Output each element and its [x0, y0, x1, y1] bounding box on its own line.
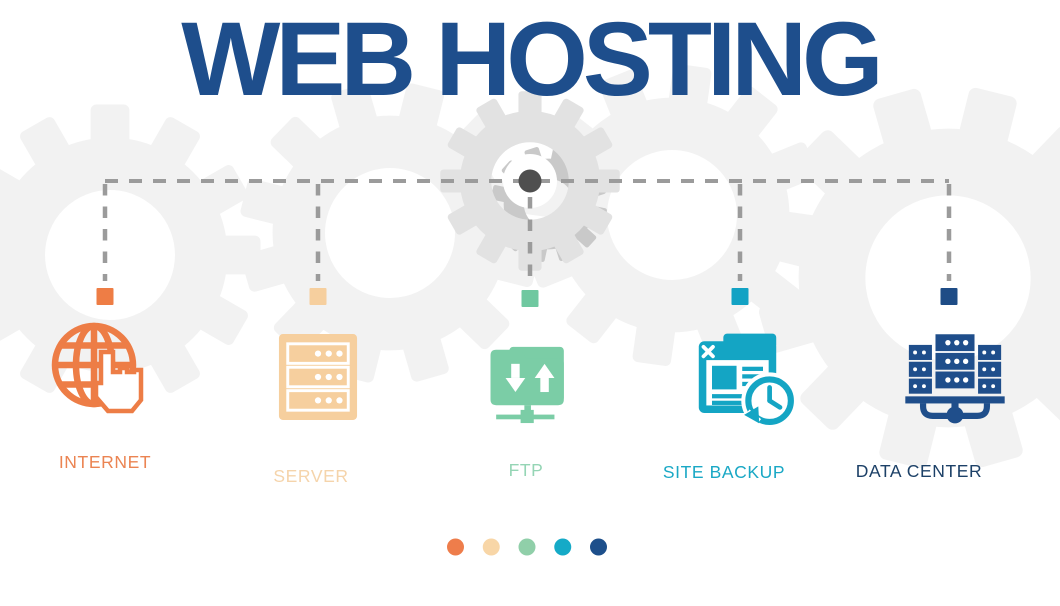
step-internet: INTERNET	[20, 318, 190, 473]
legend-dot	[554, 538, 572, 556]
page-title: WEB HOSTING	[181, 1, 883, 118]
ftp-folder-icon	[445, 318, 615, 446]
label-data-center: DATA CENTER	[855, 461, 983, 481]
label-ftp: FTP	[508, 460, 544, 480]
connector-node-square	[731, 288, 749, 305]
site-backup-icon	[661, 318, 831, 448]
label-site-backup: SITE BACKUP	[662, 462, 786, 482]
server-rack-icon	[233, 318, 403, 452]
legend-dot	[518, 538, 536, 556]
globe-cursor-icon	[20, 318, 190, 438]
legend-dot	[447, 538, 464, 556]
step-server: SERVER	[233, 318, 403, 487]
connector-node-square	[521, 290, 539, 307]
legend-dot	[590, 538, 607, 556]
legend-dot	[482, 538, 500, 556]
step-data-center: DATA CENTER	[856, 318, 1040, 482]
step-site-backup: SITE BACKUP	[661, 318, 831, 483]
connector-node-square	[940, 288, 958, 305]
connector-hub-dot	[518, 169, 542, 193]
connector-node-square	[309, 288, 327, 305]
label-internet: INTERNET	[58, 452, 152, 472]
legend-dots	[447, 538, 607, 556]
data-center-icon	[870, 318, 1040, 447]
connector-node-square	[96, 288, 114, 305]
step-ftp: FTP	[445, 318, 615, 481]
label-server: SERVER	[273, 466, 349, 486]
